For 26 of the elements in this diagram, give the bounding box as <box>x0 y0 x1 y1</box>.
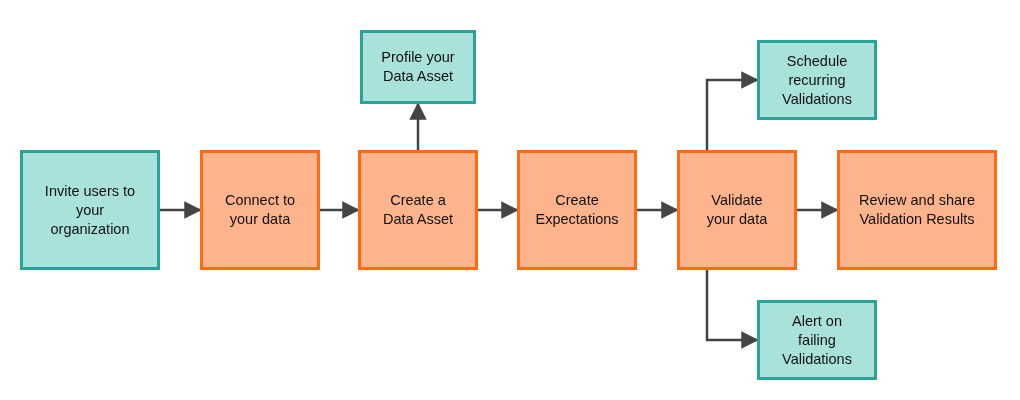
arrow <box>478 201 519 219</box>
arrow <box>160 201 202 219</box>
box-label: Alert on failing Validations <box>781 311 853 369</box>
box-label: Schedule recurring Validations <box>781 51 853 109</box>
box-label: Create Expectations <box>535 191 619 229</box>
arrow <box>797 201 839 219</box>
process-box <box>358 150 478 270</box>
process-box <box>757 300 877 380</box>
arrow <box>705 270 759 349</box>
box-label: Review and share Validation Results <box>857 191 977 229</box>
box-label: Create a Data Asset <box>381 191 455 229</box>
arrow <box>409 102 427 150</box>
process-box <box>757 40 877 120</box>
arrow <box>637 201 679 219</box>
process-box <box>837 150 997 270</box>
box-label: Invite users to your organization <box>43 181 137 239</box>
process-box <box>360 30 476 104</box>
process-box <box>677 150 797 270</box>
box-label: Validate your data <box>705 191 769 229</box>
process-box <box>200 150 320 270</box>
arrow <box>705 71 759 150</box>
process-box <box>20 150 160 270</box>
arrow <box>320 201 360 219</box>
process-box <box>517 150 637 270</box>
box-label: Connect to your data <box>223 191 297 229</box>
box-label: Profile your Data Asset <box>380 48 456 86</box>
